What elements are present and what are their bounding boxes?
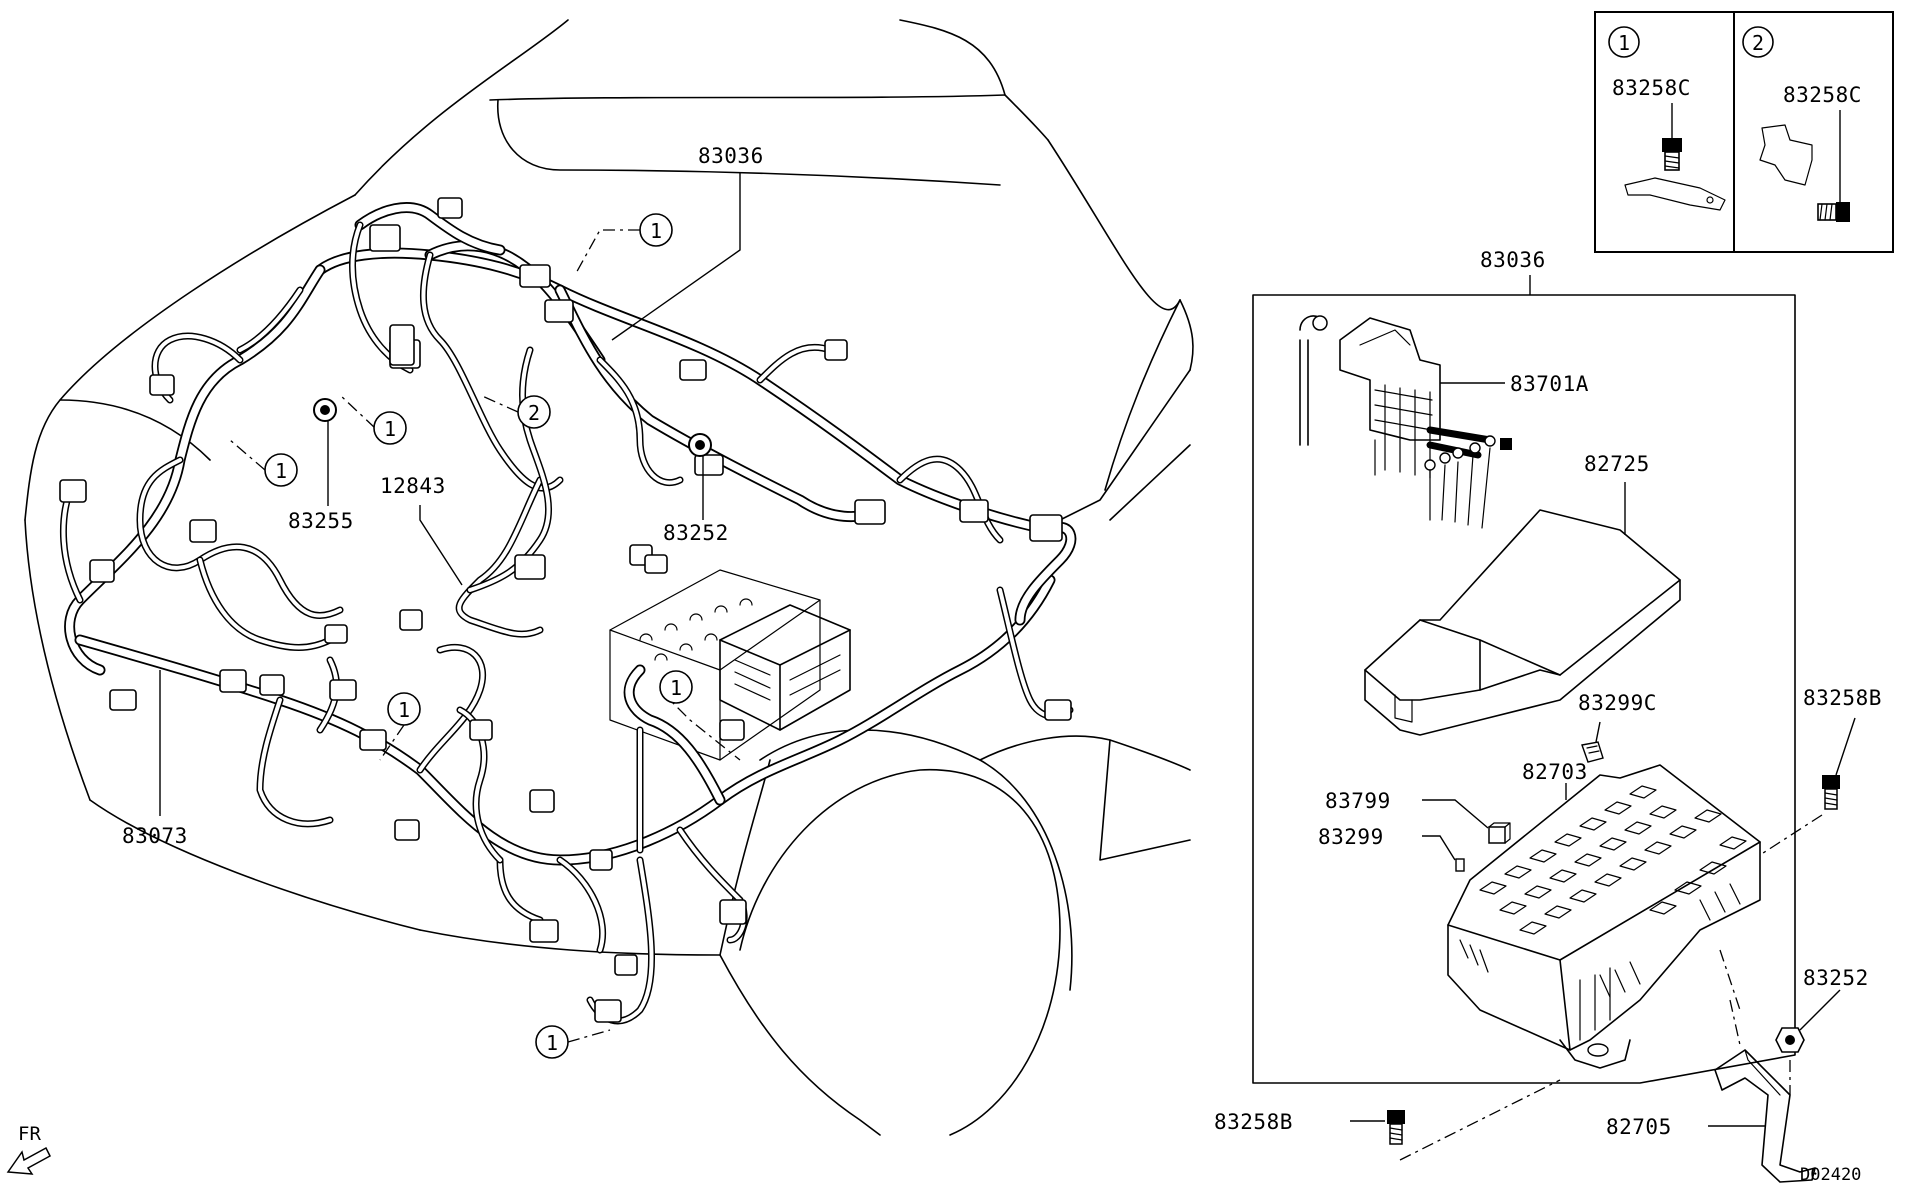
detail-panel-1: 1 83258C — [1608, 26, 1726, 211]
part-number-12843: 12843 — [380, 474, 446, 498]
part-number-83258C-detail1: 83258C — [1612, 76, 1691, 100]
fusible-link-83701A: 83701A — [1299, 315, 1589, 529]
part-number-82703: 82703 — [1522, 760, 1588, 784]
part-number-82705: 82705 — [1606, 1115, 1672, 1139]
part-number-83073: 83073 — [122, 824, 188, 848]
callout-1-c: 1 — [229, 439, 298, 487]
svg-text:1: 1 — [546, 1031, 558, 1055]
part-number-83252-car: 83252 — [663, 521, 729, 545]
front-label: FR — [18, 1123, 41, 1145]
svg-text:1: 1 — [398, 698, 410, 722]
callout-1-e: 1 — [379, 692, 421, 761]
svg-text:1: 1 — [650, 219, 662, 243]
svg-text:1: 1 — [384, 417, 396, 441]
detail-panel-2: 2 83258C — [1742, 26, 1862, 222]
part-number-83299C: 83299C — [1578, 691, 1657, 715]
svg-text:2: 2 — [1752, 31, 1764, 55]
harness-connectors — [59, 197, 1072, 1023]
part-number-83258B-right: 83258B — [1803, 686, 1882, 710]
main-wiring-harness — [60, 202, 1077, 1025]
svg-text:1: 1 — [1618, 31, 1630, 55]
part-number-82725: 82725 — [1584, 452, 1650, 476]
callout-1-d: 1 — [659, 670, 741, 761]
part-number-83255: 83255 — [288, 509, 354, 533]
bracket-82705: 82705 — [1606, 999, 1816, 1183]
callout-1-a: 1 — [574, 213, 673, 276]
svg-text:1: 1 — [670, 676, 682, 700]
svg-text:1: 1 — [275, 459, 287, 483]
part-number-83258C-detail2: 83258C — [1783, 83, 1862, 107]
callout-2: 2 — [479, 394, 551, 429]
part-number-83036-box: 83036 — [1480, 248, 1546, 272]
part-number-83299: 83299 — [1318, 825, 1384, 849]
drawing-code: D02420 — [1800, 1165, 1861, 1185]
nut-83252-right: 83252 — [1775, 966, 1869, 1095]
vehicle-body-outline — [24, 19, 1194, 1136]
part-number-83258B-bottom: 83258B — [1214, 1110, 1293, 1134]
relay-83799: 83799 — [1325, 789, 1511, 844]
svg-text:2: 2 — [528, 401, 540, 425]
front-direction-indicator: FR — [6, 1123, 51, 1175]
part-number-83036-car: 83036 — [698, 144, 764, 168]
clip-83255 — [313, 398, 337, 422]
car-part-labels: 83036 83255 12843 83252 83073 — [122, 144, 764, 848]
callout-1-f: 1 — [535, 1025, 611, 1059]
part-number-83252-right: 83252 — [1803, 966, 1869, 990]
part-number-83799: 83799 — [1325, 789, 1391, 813]
relay-box-cover-82725: 82725 — [1364, 452, 1681, 736]
alignment-line — [1719, 949, 1741, 1011]
bolt-83258B-bottom: 83258B — [1214, 1079, 1561, 1161]
part-number-83701A: 83701A — [1510, 372, 1589, 396]
fuse-83299C: 83299C — [1578, 691, 1657, 763]
callout-1-b: 1 — [339, 394, 407, 445]
engine-bay-relay-box — [719, 604, 851, 731]
callout-markers: 1 2 1 1 1 1 1 — [229, 213, 741, 1059]
relay-box-82703: 82703 — [1447, 760, 1761, 1069]
detail-panels: 1 83258C 2 83258C — [1594, 11, 1894, 253]
front-arrow-icon — [6, 1146, 51, 1175]
fuse-83299: 83299 — [1318, 825, 1465, 872]
bolt-83258B-right: 83258B — [1759, 686, 1882, 856]
clip-83252-car — [688, 433, 712, 457]
